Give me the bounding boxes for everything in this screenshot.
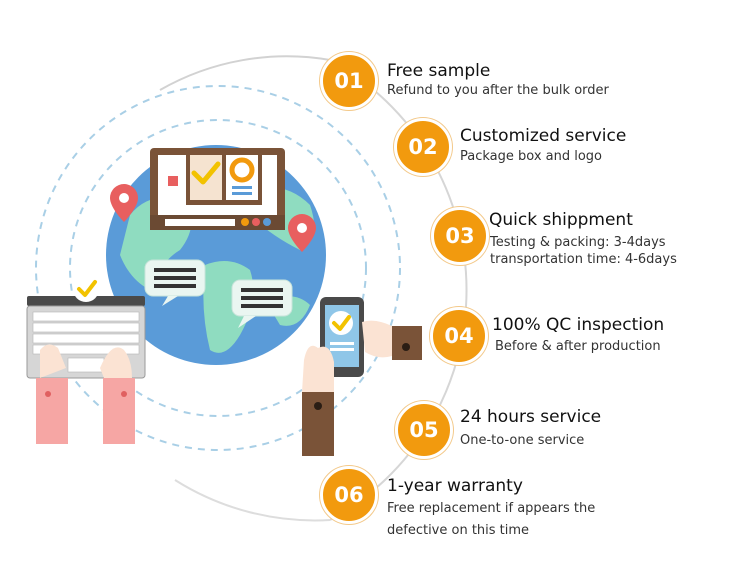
- step-description: One-to-one service: [460, 433, 585, 448]
- outer-ring-left: [174, 479, 331, 522]
- step-number-badge: 01: [320, 52, 378, 110]
- chat-bubble-icon: [231, 279, 293, 328]
- outer-ring: [159, 55, 331, 91]
- step-description: defective on this time: [387, 523, 530, 538]
- step-title: 1-year warranty: [387, 476, 523, 496]
- step-title: 24 hours service: [460, 407, 602, 427]
- step-number-badge: 02: [394, 118, 452, 176]
- step-number-badge: 06: [320, 466, 378, 524]
- map-pin-icon: [288, 214, 316, 252]
- step-title: Free sample: [387, 61, 491, 81]
- dashed-ring-inner: [69, 119, 367, 417]
- check-icon: [73, 276, 99, 302]
- map-pin-icon: [110, 184, 138, 222]
- outer-ring-main: [329, 59, 468, 521]
- step-description: transportation time: 4-6days: [490, 252, 677, 267]
- step-title: Quick shippment: [489, 210, 633, 230]
- check-icon: [191, 161, 221, 185]
- step-number-badge: 03: [431, 207, 489, 265]
- step-description: Testing & packing: 3-4days: [490, 235, 666, 250]
- document-icon: [168, 150, 262, 205]
- step-number-badge: 05: [395, 401, 453, 459]
- check-icon: [332, 315, 351, 331]
- hand-icon: [302, 320, 422, 456]
- step-description: Package box and logo: [460, 149, 603, 164]
- step-description: Refund to you after the bulk order: [387, 83, 609, 98]
- chat-bubble-icon: [144, 259, 206, 306]
- dashed-ring-outer: [35, 85, 401, 451]
- step-number-badge: 04: [430, 307, 488, 365]
- step-description: Free replacement if appears the: [387, 501, 596, 516]
- step-description: Before & after production: [495, 339, 661, 354]
- step-title: Customized service: [460, 126, 627, 146]
- step-title: 100% QC inspection: [492, 315, 665, 335]
- hand-icon: [36, 344, 135, 444]
